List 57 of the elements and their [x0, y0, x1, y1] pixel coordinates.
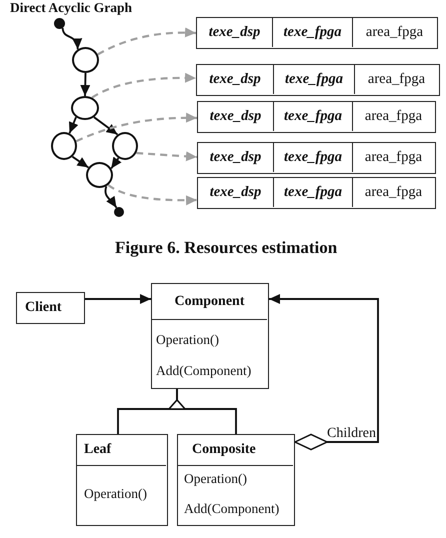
table-row	[197, 142, 436, 174]
table-row	[197, 177, 436, 209]
attribute-name: texe_fpga	[274, 102, 353, 131]
dashed-arrow	[108, 184, 198, 206]
attribute-name: texe_dsp	[197, 18, 273, 47]
aggregation-arrow	[269, 294, 379, 450]
attribute-name: area_fpga	[364, 107, 424, 126]
figure-caption: Figure 6. Resources estimation	[115, 239, 338, 258]
dashed-arrow	[76, 112, 198, 142]
attribute-name: area_fpga	[364, 148, 424, 168]
graph-node	[86, 162, 113, 188]
class-box	[151, 283, 269, 389]
terminal-dot	[114, 207, 124, 217]
arrow	[62, 28, 82, 50]
terminal-dot	[54, 18, 65, 29]
diagram-title: Direct Acyclic Graph	[10, 1, 132, 16]
graph-node	[71, 96, 99, 120]
attribute-name: texe_dsp	[198, 143, 274, 172]
graph-node	[51, 132, 77, 160]
attribute-name: texe_dsp	[198, 102, 274, 131]
arrow	[104, 186, 118, 208]
graph-node	[112, 132, 138, 160]
arrow	[110, 156, 122, 170]
arrow	[85, 294, 151, 304]
attribute-name: texe_fpga	[273, 18, 353, 47]
class-name: Component	[152, 284, 267, 320]
class-name: Leaf	[77, 435, 166, 466]
method-name: Operation()	[184, 470, 248, 488]
dashed-arrow	[136, 151, 198, 162]
attribute-name: area_fpga	[364, 23, 424, 42]
attribute-name: texe_dsp	[198, 178, 274, 207]
class-box	[177, 434, 295, 526]
class-name: Composite	[178, 435, 293, 466]
method-name: Add(Component)	[156, 362, 252, 380]
dashed-arrow	[97, 28, 196, 56]
class-box	[16, 292, 85, 324]
attribute-name: texe_fpga	[274, 65, 355, 94]
attribute-name: area_fpga	[366, 70, 426, 90]
class-box	[76, 434, 168, 526]
table-row	[196, 17, 438, 49]
arrow	[68, 116, 78, 134]
attribute-name: texe_fpga	[274, 178, 353, 207]
attribute-name: area_fpga	[364, 183, 424, 202]
arrow	[80, 72, 90, 96]
table-row	[196, 64, 440, 96]
generalization-arrow	[168, 389, 237, 434]
method-name: Add(Component)	[184, 500, 280, 518]
dashed-arrow	[91, 72, 196, 99]
graph-node	[72, 47, 99, 73]
attribute-name: texe_dsp	[197, 65, 274, 94]
class-name: Client	[25, 298, 63, 316]
attribute-name: texe_fpga	[274, 143, 353, 172]
table-row	[197, 101, 436, 133]
arrow	[72, 156, 89, 168]
method-name: Operation()	[84, 485, 148, 503]
method-name: Operation()	[156, 331, 220, 349]
arrow	[93, 116, 118, 136]
